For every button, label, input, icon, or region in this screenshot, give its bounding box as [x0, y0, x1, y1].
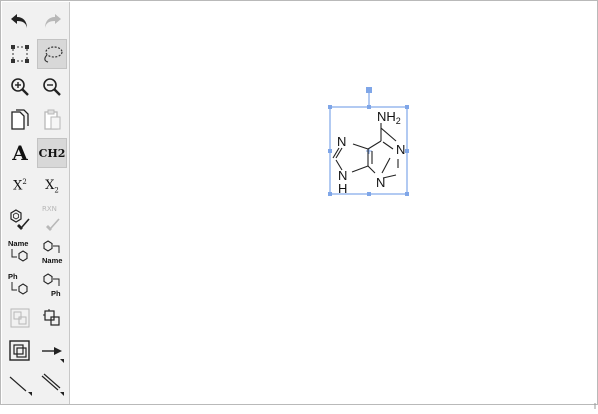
single-bond-icon — [9, 376, 32, 396]
text-tool-button[interactable]: A — [5, 138, 35, 168]
name-to-structure-button[interactable]: Name — [37, 237, 67, 267]
ch2-label: CH2 — [38, 146, 66, 160]
clean-reaction-icon — [46, 218, 60, 231]
left-toolbar: A CH2 X2 X2 RXN — [2, 2, 70, 404]
rectangle-select-icon — [11, 45, 29, 63]
atom-labels: NH2 N N N N H — [337, 109, 405, 196]
superscript-sup: 2 — [22, 178, 27, 187]
lasso-icon — [44, 46, 63, 63]
atom-n9: N — [338, 168, 347, 183]
resize-handle[interactable] — [405, 105, 409, 109]
expand-ph-icon — [11, 282, 28, 295]
zoom-out-icon — [43, 78, 61, 96]
contract-ph-button[interactable]: Ph — [37, 270, 67, 300]
name-below-label: Name — [42, 256, 63, 265]
name-above-label: Name — [8, 239, 29, 248]
drawing-canvas[interactable]: NH2 N N N N H — [70, 2, 597, 404]
contract-ph-icon — [43, 273, 60, 286]
lasso-select-button[interactable] — [37, 39, 67, 69]
adenine-molecule[interactable]: NH2 N N N N H — [70, 2, 597, 404]
clean-reaction-button[interactable]: RXN — [37, 204, 67, 234]
redo-button[interactable] — [37, 6, 67, 36]
structure-to-name-icon — [11, 249, 28, 262]
arrow-tool-button[interactable] — [37, 336, 67, 366]
ph-above-label: Ph — [8, 272, 18, 281]
ch2-template-button[interactable]: CH2 — [37, 138, 67, 168]
amine-subscript: 2 — [396, 116, 401, 126]
resize-handle[interactable] — [367, 105, 371, 109]
resize-handle[interactable] — [405, 192, 409, 196]
double-bond-icon — [41, 373, 64, 396]
superscript-button[interactable]: X2 — [5, 171, 35, 201]
double-bond-button[interactable] — [37, 369, 67, 399]
arrow-icon — [42, 347, 64, 363]
atom-h9: H — [338, 181, 347, 196]
undo-icon — [11, 14, 27, 28]
resize-handle[interactable] — [405, 149, 409, 153]
resize-handles[interactable] — [328, 105, 409, 196]
clean-structure-button[interactable] — [5, 204, 35, 234]
expand-ph-button[interactable]: Ph — [5, 270, 35, 300]
superscript-label: X — [13, 178, 23, 194]
single-bond-button[interactable] — [5, 369, 35, 399]
frame-icon — [9, 340, 30, 361]
rxn-label: RXN — [42, 205, 57, 213]
resize-grip[interactable] — [593, 396, 597, 409]
copy-button[interactable] — [5, 105, 35, 135]
paste-icon — [44, 109, 61, 130]
resize-handle[interactable] — [328, 105, 332, 109]
frame-tool-button[interactable] — [5, 336, 35, 366]
bonds — [332, 123, 399, 179]
group-icon — [10, 308, 30, 328]
resize-handle[interactable] — [328, 149, 332, 153]
ungroup-button[interactable] — [37, 303, 67, 333]
rectangle-select-button[interactable] — [5, 39, 35, 69]
subscript-button[interactable]: X2 — [37, 171, 67, 201]
amine-label: NH — [377, 109, 396, 124]
structure-to-name-button[interactable]: Name — [5, 237, 35, 267]
paste-button[interactable] — [37, 105, 67, 135]
superscript-glyph: X2 — [13, 178, 27, 193]
text-tool-label: A — [12, 141, 28, 165]
amine-group: NH2 — [377, 109, 401, 126]
name-to-structure-icon — [43, 240, 60, 253]
subscript-glyph: X2 — [45, 178, 59, 195]
subscript-sub: 2 — [54, 186, 59, 195]
rotation-handle[interactable] — [366, 87, 372, 93]
copy-icon — [11, 109, 29, 130]
atom-n7: N — [337, 134, 346, 149]
group-button[interactable] — [5, 303, 35, 333]
resize-handle[interactable] — [367, 192, 371, 196]
resize-handle[interactable] — [328, 192, 332, 196]
zoom-in-button[interactable] — [5, 72, 35, 102]
zoom-out-button[interactable] — [37, 72, 67, 102]
ungroup-icon — [43, 309, 60, 326]
atom-n1: N — [396, 142, 405, 157]
clean-structure-icon — [10, 209, 30, 230]
zoom-in-icon — [11, 78, 29, 96]
ph-below-label: Ph — [51, 289, 61, 298]
atom-n3: N — [376, 175, 385, 190]
redo-icon — [45, 14, 61, 28]
undo-button[interactable] — [5, 6, 35, 36]
subscript-label: X — [45, 177, 55, 193]
